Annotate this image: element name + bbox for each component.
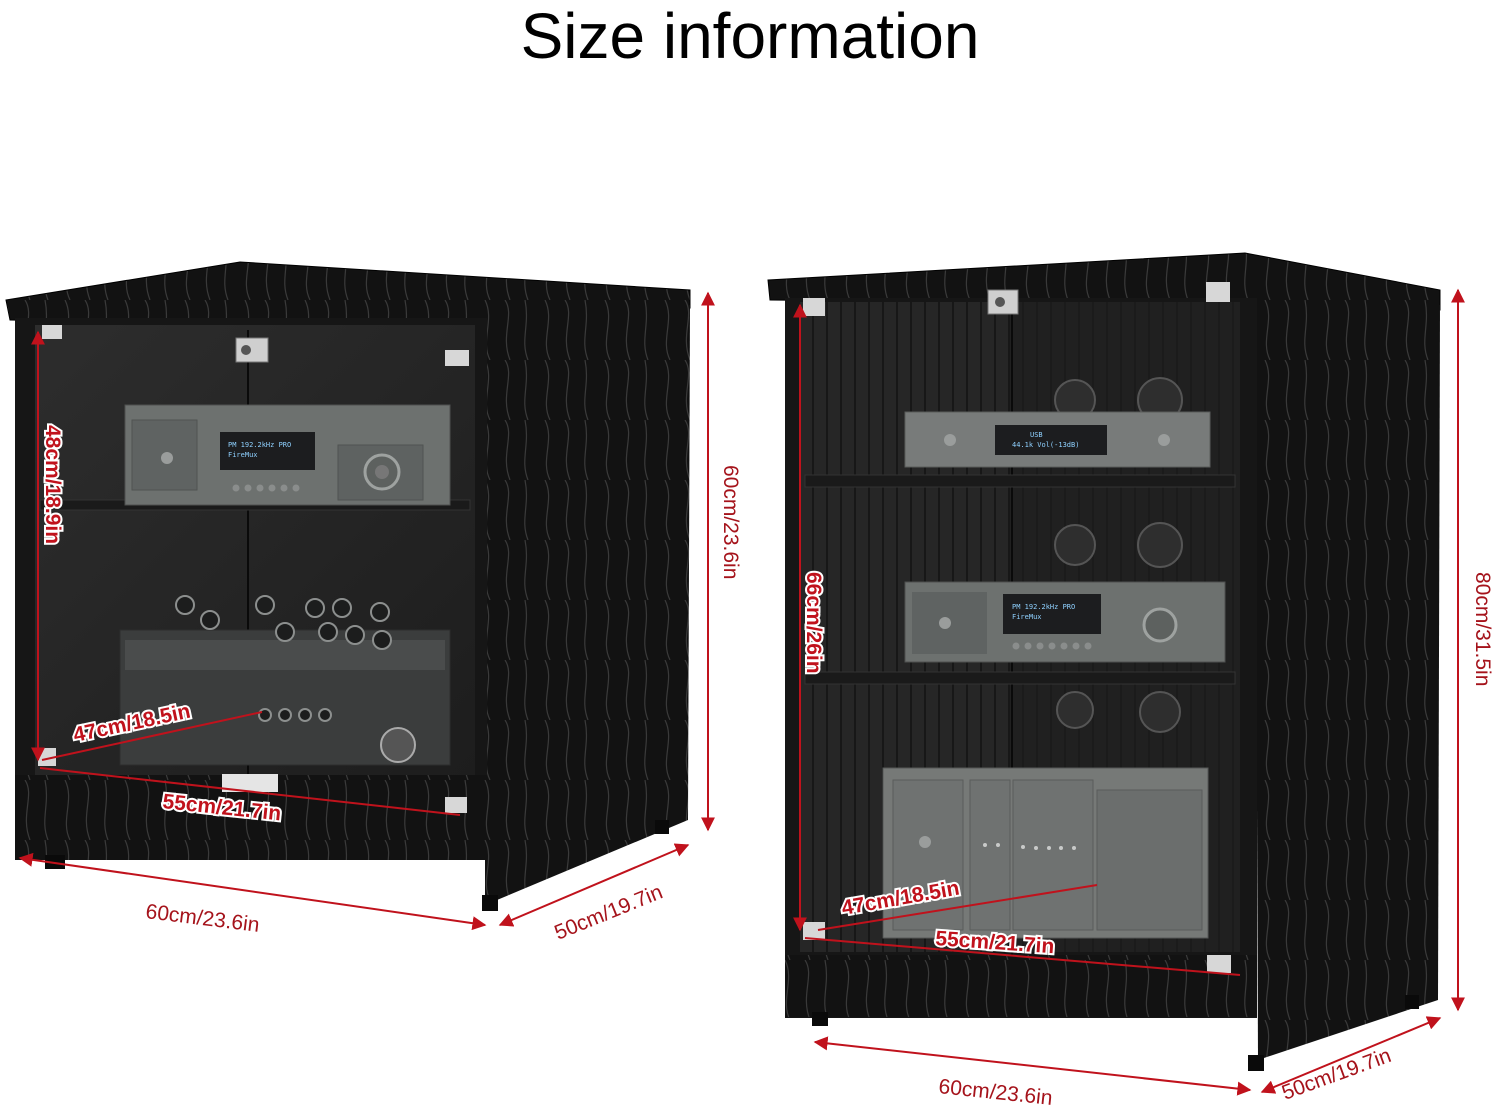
cabinet-small: PM 192.2kHz PRO FireMux	[5, 261, 742, 945]
lcd-text: 44.1k Vol(-13dB)	[1012, 441, 1079, 449]
cabinet-side	[1255, 300, 1440, 1060]
foot	[1248, 1055, 1264, 1071]
dimension-line-width	[813, 1036, 1252, 1096]
device-dac: USB 44.1k Vol(-13dB)	[904, 411, 1211, 468]
hinge	[803, 298, 825, 316]
lcd-text: PM 192.2kHz PRO	[228, 441, 291, 449]
device-amplifier	[882, 767, 1209, 939]
dimension-line-depth	[498, 843, 690, 927]
label-height: 60cm/23.6in	[719, 465, 742, 579]
label-width: 60cm/23.6in	[144, 900, 260, 937]
dimension-line-inner-width	[804, 937, 1241, 976]
hinge	[445, 350, 469, 366]
device-player: PM 192.2kHz PRO FireMux	[124, 404, 451, 506]
lcd-text: FireMux	[1012, 613, 1042, 621]
cabinet-tall: USB 44.1k Vol(-13dB) PM 192.2kHz PRO Fir…	[767, 252, 1494, 1110]
cabinet-side	[485, 305, 690, 905]
lcd-text: USB	[1030, 431, 1043, 439]
hinge	[1206, 282, 1230, 302]
lcd-text: FireMux	[228, 451, 258, 459]
hinge	[445, 797, 467, 813]
door-lock	[235, 337, 269, 363]
cabinet-top	[767, 252, 1441, 311]
label-inner-height: 66cm/26in	[802, 572, 825, 674]
label-width: 60cm/23.6in	[937, 1075, 1053, 1110]
foot	[482, 895, 498, 911]
lcd-text: PM 192.2kHz PRO	[1012, 603, 1075, 611]
bottom-latch	[222, 774, 278, 792]
dimension-line-inner-depth	[817, 884, 1098, 931]
dimension-line-depth	[1260, 1016, 1442, 1094]
foot	[1405, 995, 1419, 1009]
hinge	[1207, 955, 1231, 973]
label-depth: 50cm/19.7in	[551, 880, 666, 944]
cabinet-base	[785, 955, 1257, 1017]
label-inner-height: 48cm/18.9in	[41, 425, 64, 544]
device-receiver	[119, 595, 451, 766]
cabinet-top	[5, 261, 691, 329]
label-height: 80cm/31.5in	[1471, 572, 1494, 686]
hinge	[42, 325, 62, 339]
dimension-line-inner-depth	[41, 711, 263, 761]
page-title: Size information	[520, 0, 980, 72]
device-player: PM 192.2kHz PRO FireMux	[904, 581, 1226, 663]
dimension-line-width	[18, 852, 487, 931]
foot	[655, 820, 669, 834]
dimension-line-inner-width	[39, 767, 461, 816]
hinge	[803, 922, 825, 940]
foot	[812, 1012, 828, 1026]
label-depth: 50cm/19.7in	[1279, 1044, 1394, 1105]
